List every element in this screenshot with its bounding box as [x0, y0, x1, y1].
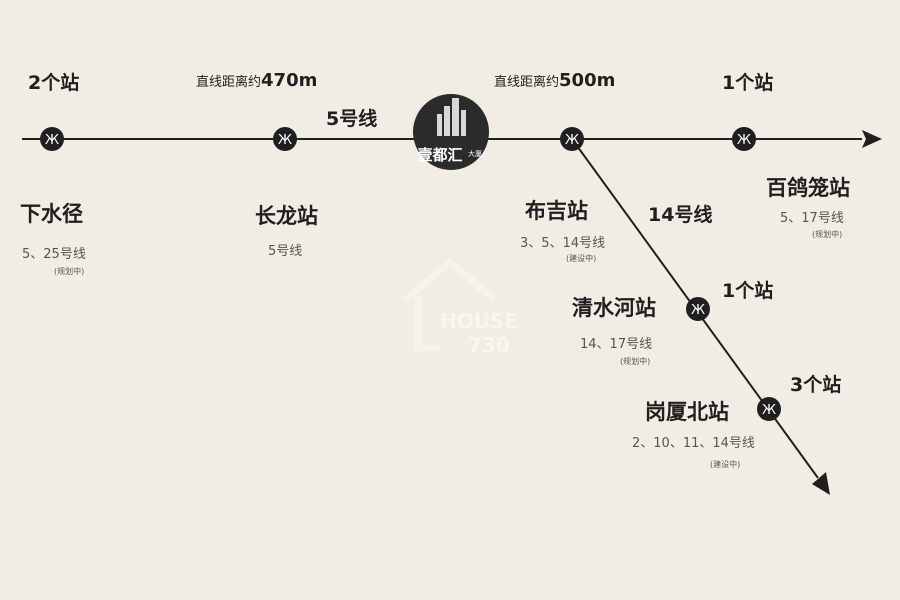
- station-status: (建设中): [710, 460, 741, 469]
- metro-icon: Ж: [565, 133, 579, 148]
- station-lines: 14、17号线: [580, 337, 653, 352]
- distance-value: 500m: [559, 70, 616, 91]
- hub-tag: 大厦: [468, 149, 482, 158]
- station-name: 下水径: [20, 202, 83, 226]
- main-line-arrow: [862, 130, 882, 148]
- watermark-brand: HOUSE: [440, 309, 518, 333]
- station-status: (建设中): [566, 254, 597, 263]
- station-name: 百鸽笼站: [766, 176, 850, 200]
- main-line-label: 5号线: [326, 108, 378, 130]
- metro-icon: Ж: [737, 133, 751, 148]
- station-node-baigelong[interactable]: Ж: [732, 127, 756, 151]
- station-lines: 3、5、14号线: [520, 236, 606, 251]
- building-icon: [437, 98, 466, 136]
- hub-name: 壹都汇: [417, 146, 462, 164]
- hop-count-branch-1: 1个站: [722, 280, 774, 302]
- branch-line-arrow: [812, 472, 830, 495]
- hop-count-branch-2: 3个站: [790, 374, 842, 396]
- station-node-gangxiabei[interactable]: Ж: [757, 397, 781, 421]
- station-status: (规划中): [620, 357, 651, 366]
- station-status: (规划中): [812, 230, 843, 239]
- station-status: (规划中): [54, 267, 85, 276]
- metro-icon: Ж: [278, 133, 292, 148]
- station-lines: 2、10、11、14号线: [632, 436, 755, 451]
- house-icon: [402, 257, 498, 352]
- metro-icon: Ж: [691, 303, 705, 318]
- hop-count-west: 2个站: [28, 72, 80, 94]
- distance-label-west: 直线距离约470m: [196, 70, 317, 91]
- hub-marker[interactable]: 壹都汇 大厦: [413, 94, 489, 170]
- distance-prefix: 直线距离约: [494, 75, 560, 90]
- metro-icon: Ж: [45, 133, 59, 148]
- station-name: 岗厦北站: [645, 400, 729, 424]
- distance-prefix: 直线距离约: [196, 75, 262, 90]
- distance-value: 470m: [261, 70, 318, 91]
- station-node-changlong[interactable]: Ж: [273, 127, 297, 151]
- station-name: 清水河站: [572, 296, 656, 320]
- metro-icon: Ж: [762, 403, 776, 418]
- station-node-qingshuihe[interactable]: Ж: [686, 297, 710, 321]
- watermark-number: 730: [468, 333, 510, 357]
- distance-label-east: 直线距离约500m: [494, 70, 615, 91]
- hop-count-east: 1个站: [722, 72, 774, 94]
- station-name: 长龙站: [255, 204, 318, 228]
- station-lines: 5、25号线: [22, 247, 86, 262]
- station-lines: 5号线: [268, 244, 303, 259]
- branch-line-label: 14号线: [648, 204, 713, 226]
- station-lines: 5、17号线: [780, 211, 844, 226]
- station-node-xiashuijing[interactable]: Ж: [40, 127, 64, 151]
- station-node-buji[interactable]: Ж: [560, 127, 584, 151]
- station-name: 布吉站: [525, 199, 588, 223]
